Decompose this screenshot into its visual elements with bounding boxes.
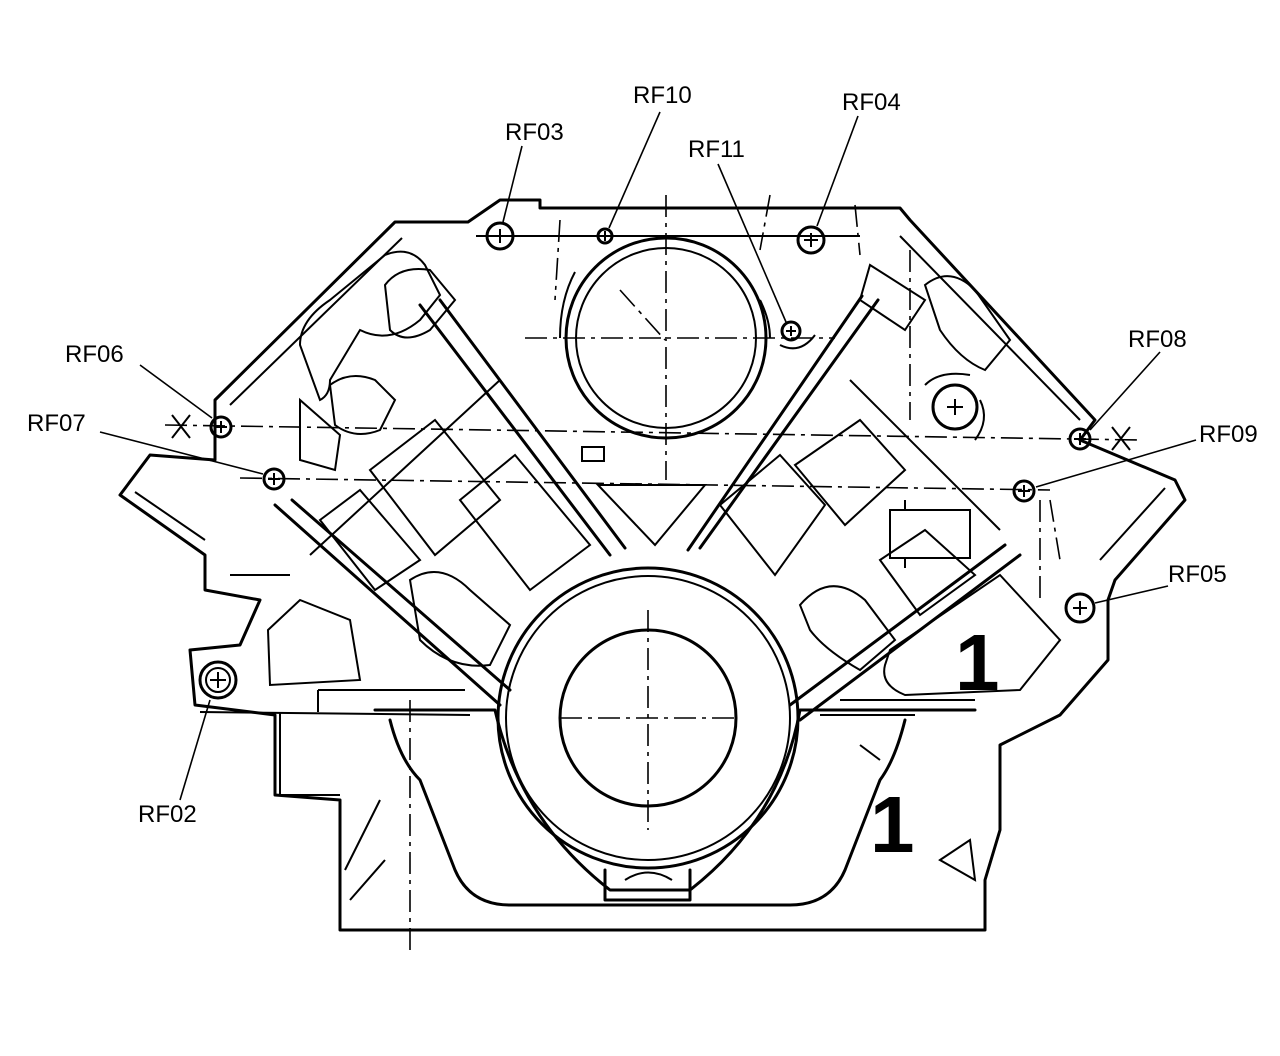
rf08-point [1068, 426, 1131, 451]
rf05-point [1064, 592, 1096, 624]
rf03-label: RF03 [505, 119, 564, 146]
reference-labels: RF02 RF03 RF04 RF05 RF06 RF07 RF08 RF09 … [27, 82, 1258, 828]
block-pockets [266, 250, 1062, 697]
rf10-label: RF10 [633, 82, 692, 109]
rf03-point [485, 221, 515, 251]
rf10-point [596, 227, 614, 245]
rf09-label: RF09 [1199, 421, 1258, 448]
leader-lines [99, 111, 1197, 801]
rf11-label: RF11 [688, 136, 745, 163]
rf05-label: RF05 [1168, 561, 1227, 588]
bearing-cap [344, 699, 977, 907]
rf09-point [1012, 479, 1036, 503]
marker-upper: 1 [955, 618, 1000, 707]
rf07-label: RF07 [27, 410, 86, 437]
rf04-label: RF04 [842, 89, 901, 116]
rf06-point [171, 414, 233, 439]
rf11-point [779, 320, 816, 350]
rf04-point [796, 225, 826, 255]
rf02-point [198, 660, 238, 700]
rf06-label: RF06 [65, 341, 124, 368]
reference-points [171, 221, 1131, 700]
rf02-label: RF02 [138, 801, 197, 828]
rf07-point [262, 467, 286, 491]
marker-lower: 1 [870, 780, 915, 869]
rf08-label: RF08 [1128, 326, 1187, 353]
upper-right-boss [924, 372, 985, 441]
block-outline [118, 198, 1187, 932]
